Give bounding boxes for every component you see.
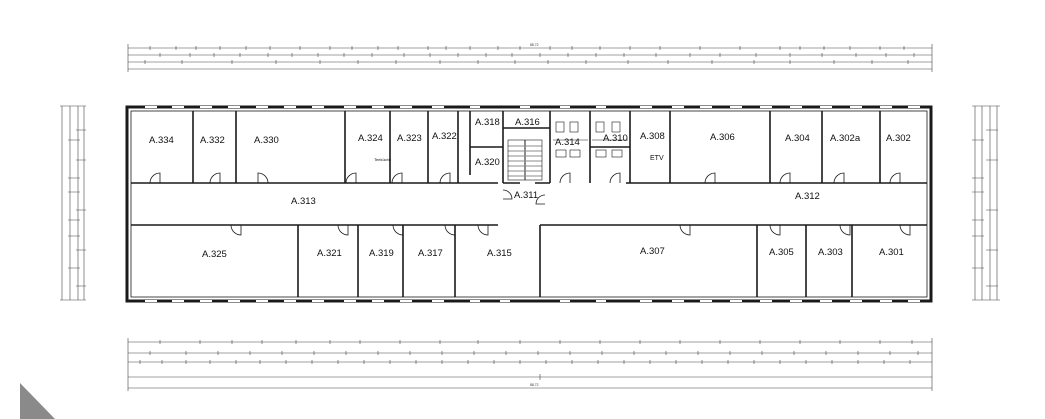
room-a304: A.304 — [785, 133, 810, 144]
overall-length-bottom: 88.72 — [530, 383, 539, 387]
room-a321: A.321 — [317, 248, 342, 259]
room-a332: A.332 — [200, 135, 225, 146]
room-a316: A.316 — [515, 117, 540, 128]
room-a319: A.319 — [369, 248, 394, 259]
room-a308: A.308 — [640, 131, 665, 142]
room-a315: A.315 — [487, 248, 512, 259]
room-a334: A.334 — [149, 135, 174, 146]
doors — [149, 172, 911, 236]
room-a330: A.330 — [254, 135, 279, 146]
room-a325: A.325 — [202, 249, 227, 260]
room-a324: A.324 — [358, 133, 383, 144]
annotation-a324: Teeküche — [374, 157, 392, 162]
room-a302a: A.302a — [830, 133, 861, 144]
building-outline — [125, 105, 933, 303]
room-a323: A.323 — [397, 133, 422, 144]
room-a301: A.301 — [879, 247, 904, 258]
staircase — [507, 139, 543, 181]
bottom-dimension-chains — [127, 338, 933, 391]
right-dimension-chains — [972, 105, 1000, 301]
room-a302: A.302 — [886, 133, 911, 144]
top-dimension-chains — [127, 44, 933, 72]
room-a306: A.306 — [710, 132, 735, 143]
overall-length-top: 88.72 — [530, 43, 539, 47]
room-a314: A.314 — [555, 137, 580, 148]
room-a317: A.317 — [418, 248, 443, 259]
left-dimension-chains — [60, 105, 86, 301]
room-a313: A.313 — [291, 196, 316, 207]
sanitary-fixtures — [553, 121, 628, 158]
room-a318: A.318 — [475, 117, 500, 128]
room-a312: A.312 — [795, 191, 820, 202]
label-etv: ETV — [650, 155, 664, 162]
room-a311: A.311 — [514, 190, 538, 201]
room-a322: A.322 — [432, 131, 457, 142]
page-corner-decoration — [20, 383, 55, 419]
interior-walls — [131, 111, 927, 297]
room-labels: A.334 A.332 A.330 A.324 A.323 A.322 A.31… — [149, 117, 911, 260]
room-a320: A.320 — [475, 157, 500, 168]
top-dimension-ticks — [144, 46, 915, 64]
room-a307: A.307 — [640, 246, 665, 257]
room-a303: A.303 — [818, 247, 843, 258]
bottom-dimension-ticks — [139, 340, 919, 364]
room-a310: A.310 — [603, 133, 628, 144]
room-a305: A.305 — [769, 247, 794, 258]
